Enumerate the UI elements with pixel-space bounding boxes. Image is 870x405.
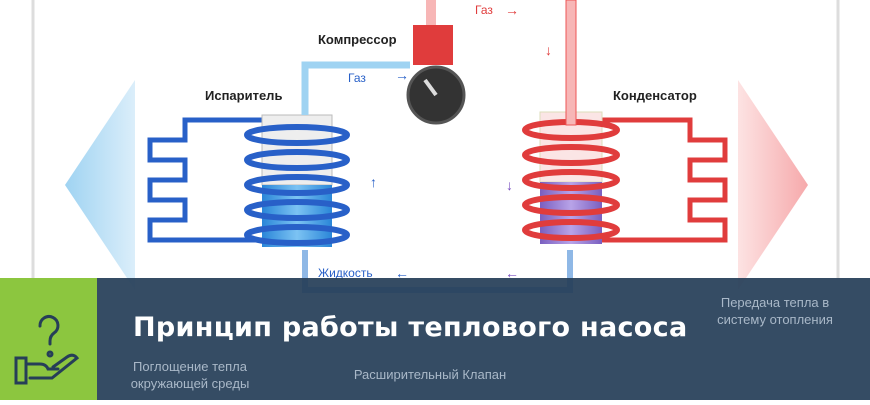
liquid-label: Жидкость [318,266,373,280]
svg-text:←: ← [505,265,519,281]
title-banner [0,278,870,400]
svg-text:←: ← [395,265,409,281]
hot-arrow [738,80,808,290]
compressor-piston [413,25,453,65]
transfer-label: Передача тепла в систему отопления [717,295,833,327]
condenser-label: Конденсатор [613,88,697,103]
cold-arrow [65,80,135,290]
icon-box [0,278,97,400]
gas-left-label: Газ [348,71,366,85]
evaporator-label: Испаритель [205,88,283,103]
gas-top-label: Газ [475,3,493,17]
svg-text:↓: ↓ [545,42,552,58]
compressor-label: Компрессор [318,32,397,47]
valve-label: Расширительный Клапан [353,367,507,382]
page-title: Принцип работы теплового насоса [133,312,688,343]
absorb-label: Поглощение тепла окружающей среды [130,359,250,391]
svg-text:→: → [505,2,519,18]
hand-question-icon [14,315,80,385]
svg-text:↑: ↑ [370,174,377,190]
svg-text:→: → [395,67,409,83]
svg-text:↓: ↓ [506,177,513,193]
